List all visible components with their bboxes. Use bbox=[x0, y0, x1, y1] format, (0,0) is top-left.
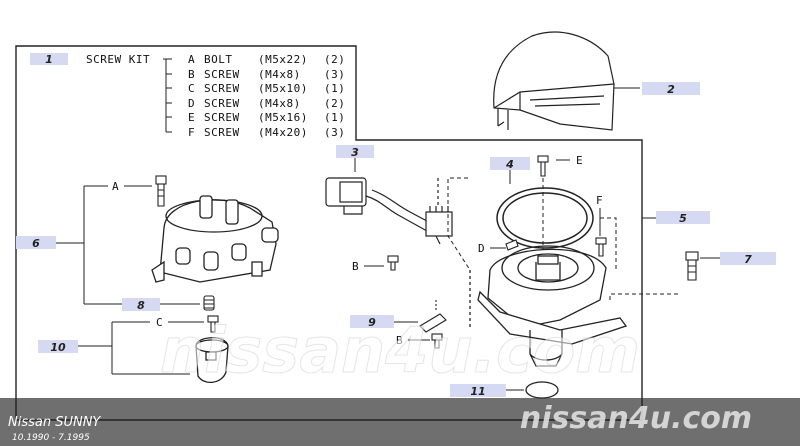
part-2-cover-drawing bbox=[493, 31, 615, 131]
part-badge-6[interactable] bbox=[16, 236, 56, 249]
part-badge-3[interactable] bbox=[336, 145, 374, 158]
screw-c-drawing bbox=[207, 315, 219, 333]
part-5-housing-drawing bbox=[469, 245, 628, 367]
screw-kit-title: SCREW KIT bbox=[86, 53, 150, 66]
kit-size: (M4x8) bbox=[258, 97, 301, 110]
part-number-10: 10 bbox=[50, 341, 66, 354]
kit-qty: (2) bbox=[324, 53, 345, 66]
kit-qty: (3) bbox=[324, 126, 345, 139]
kit-letter: E bbox=[188, 111, 195, 124]
footer-model: Nissan SUNNY bbox=[8, 415, 101, 430]
letter-f: F bbox=[596, 194, 603, 207]
kit-letter: F bbox=[188, 126, 195, 139]
kit-row-d: D SCREW (M4x8) (2) bbox=[188, 97, 345, 110]
kit-row-e: E SCREW (M5x16) (1) bbox=[188, 111, 345, 124]
kit-qty: (2) bbox=[324, 97, 345, 110]
kit-bracket bbox=[163, 58, 172, 133]
screw-b-upper-drawing bbox=[387, 255, 399, 271]
kit-name: SCREW bbox=[204, 97, 240, 110]
letter-c: C bbox=[156, 316, 163, 329]
leader-6 bbox=[56, 185, 122, 305]
part-badge-4[interactable] bbox=[490, 157, 530, 170]
part-number-1: 1 bbox=[45, 53, 53, 66]
part-10-rotor-drawing bbox=[195, 337, 229, 383]
kit-qty: (3) bbox=[324, 68, 345, 81]
part-badge-5[interactable] bbox=[656, 211, 710, 224]
part-badge-1[interactable] bbox=[30, 53, 68, 65]
kit-qty: (1) bbox=[324, 111, 345, 124]
kit-size: (M4x20) bbox=[258, 126, 308, 139]
kit-row-c: C SCREW (M5x10) (1) bbox=[188, 82, 345, 95]
part-7-bolt-drawing bbox=[685, 251, 699, 281]
screw-b-lower-drawing bbox=[431, 333, 443, 349]
kit-letter: C bbox=[188, 82, 195, 95]
kit-size: (M4x8) bbox=[258, 68, 301, 81]
kit-letter: D bbox=[188, 97, 195, 110]
leader-10 bbox=[78, 321, 190, 375]
kit-size: (M5x10) bbox=[258, 82, 308, 95]
letter-d: D bbox=[478, 242, 485, 255]
footer-band bbox=[0, 398, 800, 446]
kit-name: SCREW bbox=[204, 111, 240, 124]
diagram-frame bbox=[15, 45, 643, 421]
part-number-6: 6 bbox=[32, 237, 40, 250]
kit-letter: A bbox=[188, 53, 195, 66]
part-number-11: 11 bbox=[470, 385, 485, 398]
watermark-center: nissan4u.com bbox=[160, 314, 640, 387]
letter-a: A bbox=[112, 180, 119, 193]
watermark-corner: nissan4u.com bbox=[520, 401, 752, 436]
part-badge-9[interactable] bbox=[350, 315, 394, 328]
kit-name: BOLT bbox=[204, 53, 233, 66]
part-badge-11[interactable] bbox=[450, 384, 506, 397]
letter-e: E bbox=[576, 154, 583, 167]
part-3-harness-drawing bbox=[325, 177, 453, 245]
part-9-bracket-drawing bbox=[419, 300, 447, 333]
part-badge-8[interactable] bbox=[122, 298, 160, 311]
part-badge-7[interactable] bbox=[720, 252, 776, 265]
screw-f-drawing bbox=[595, 237, 607, 257]
part-badge-2[interactable] bbox=[642, 82, 700, 95]
letter-b-lower: B bbox=[396, 334, 403, 347]
kit-row-a: A BOLT (M5x22) (2) bbox=[188, 53, 345, 66]
part-number-4: 4 bbox=[505, 158, 514, 171]
kit-row-f: F SCREW (M4x20) (3) bbox=[188, 126, 345, 139]
bolt-a-drawing bbox=[155, 175, 167, 207]
kit-letter: B bbox=[188, 68, 195, 81]
screw-kit-block: 1 SCREW KIT A BOLT (M5x22) (2) B SCREW (… bbox=[30, 53, 345, 139]
part-number-3: 3 bbox=[351, 146, 359, 159]
dashed-routing-1 bbox=[447, 177, 471, 271]
part-4-oring-drawing bbox=[496, 187, 594, 249]
part-badge-10[interactable] bbox=[38, 340, 78, 353]
part-number-5: 5 bbox=[679, 212, 687, 225]
screw-e-drawing bbox=[537, 155, 549, 177]
footer-years: 10.1990 - 7.1995 bbox=[12, 433, 90, 443]
part-number-8: 8 bbox=[137, 299, 145, 312]
part-number-9: 9 bbox=[368, 316, 376, 329]
kit-size: (M5x22) bbox=[258, 53, 308, 66]
kit-name: SCREW bbox=[204, 82, 240, 95]
screw-d-drawing bbox=[505, 239, 519, 251]
kit-qty: (1) bbox=[324, 82, 345, 95]
dashed-routing-3 bbox=[609, 293, 680, 300]
letter-b-upper: B bbox=[352, 260, 359, 273]
part-number-7: 7 bbox=[744, 253, 752, 266]
part-8-spring-drawing bbox=[203, 295, 215, 311]
kit-name: SCREW bbox=[204, 68, 240, 81]
kit-size: (M5x16) bbox=[258, 111, 308, 124]
part-6-cap-drawing bbox=[151, 195, 279, 283]
part-number-2: 2 bbox=[667, 83, 675, 96]
kit-row-b: B SCREW (M4x8) (3) bbox=[188, 68, 345, 81]
part-11-washer-drawing bbox=[525, 381, 559, 399]
dashed-routing-2 bbox=[600, 217, 617, 270]
kit-name: SCREW bbox=[204, 126, 240, 139]
